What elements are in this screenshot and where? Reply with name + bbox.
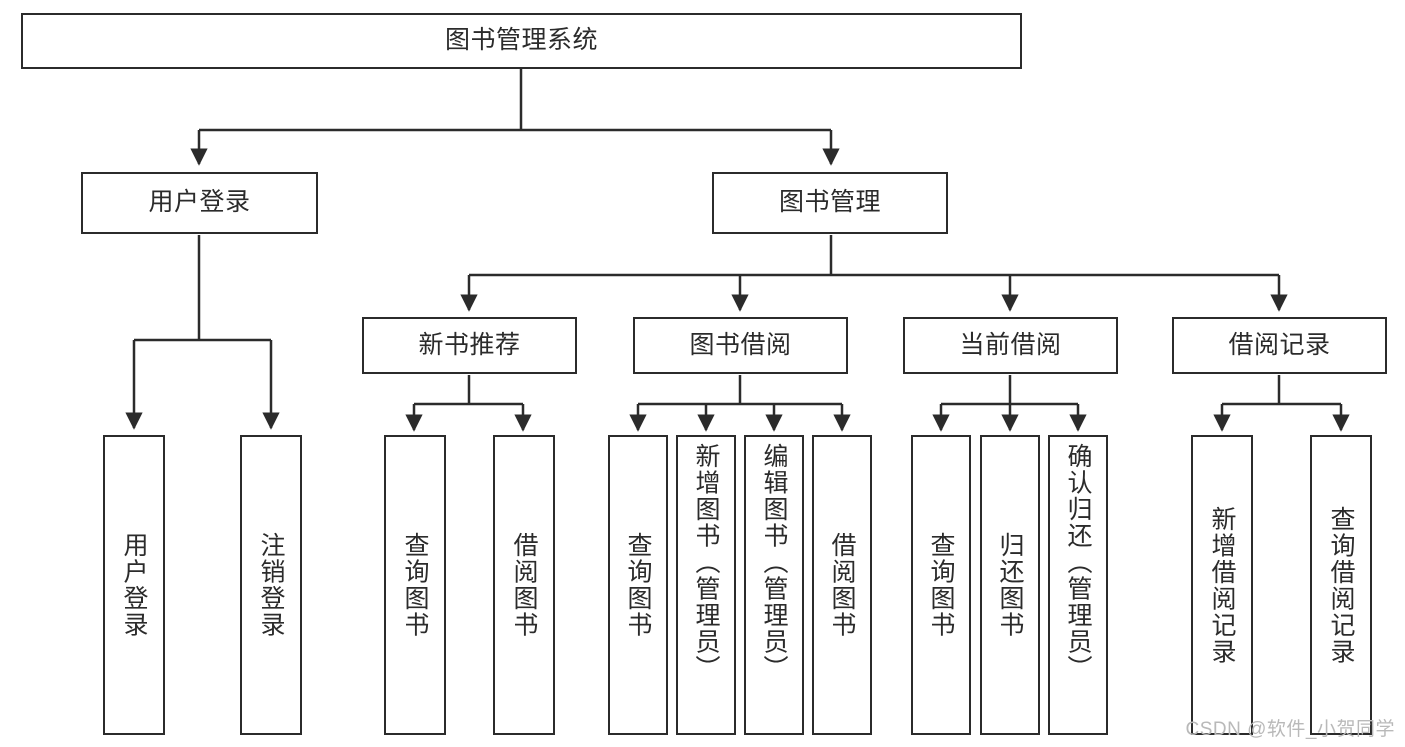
- node-nbr-borrow-book-label: 借阅图书: [510, 532, 538, 638]
- node-bb-query-book-label: 查询图书: [624, 532, 652, 638]
- node-br-add-record-label: 新增借阅记录: [1208, 505, 1236, 665]
- node-br-query-record-label: 查询借阅记录: [1327, 505, 1355, 665]
- node-bb-query-book[interactable]: 查询图书: [608, 435, 668, 735]
- node-root[interactable]: 图书管理系统: [21, 13, 1022, 69]
- node-bb-edit-book-label: 编辑图书（管理员）: [760, 443, 788, 682]
- node-book-borrow[interactable]: 图书借阅: [633, 317, 848, 374]
- node-current-borrow[interactable]: 当前借阅: [903, 317, 1118, 374]
- node-user-logout-label: 注销登录: [257, 532, 285, 638]
- node-bb-edit-book[interactable]: 编辑图书（管理员）: [744, 435, 804, 735]
- node-current-borrow-label: 当前借阅: [959, 330, 1062, 359]
- node-user-logout[interactable]: 注销登录: [240, 435, 302, 735]
- node-bb-borrow-book[interactable]: 借阅图书: [812, 435, 872, 735]
- node-br-query-record[interactable]: 查询借阅记录: [1310, 435, 1372, 735]
- csdn-watermark: CSDN @软件_小贺同学: [1185, 719, 1395, 740]
- node-cb-query-book-label: 查询图书: [927, 532, 955, 638]
- node-bb-borrow-book-label: 借阅图书: [828, 532, 856, 638]
- node-borrow-record-label: 借阅记录: [1228, 330, 1331, 359]
- node-cb-confirm-return-label: 确认归还（管理员）: [1064, 443, 1092, 682]
- node-user-login-label: 用户登录: [148, 188, 251, 217]
- node-cb-return-book[interactable]: 归还图书: [980, 435, 1040, 735]
- node-user-login-do[interactable]: 用户登录: [103, 435, 165, 735]
- node-nbr-query-book[interactable]: 查询图书: [384, 435, 446, 735]
- node-new-book-recommend-label: 新书推荐: [418, 330, 521, 359]
- node-bb-add-book[interactable]: 新增图书（管理员）: [676, 435, 736, 735]
- node-nbr-query-book-label: 查询图书: [401, 532, 429, 638]
- node-user-login-do-label: 用户登录: [120, 532, 148, 638]
- node-book-borrow-label: 图书借阅: [689, 330, 792, 359]
- node-cb-return-book-label: 归还图书: [996, 532, 1024, 638]
- node-cb-confirm-return[interactable]: 确认归还（管理员）: [1048, 435, 1108, 735]
- node-book-manage[interactable]: 图书管理: [712, 172, 948, 234]
- node-borrow-record[interactable]: 借阅记录: [1172, 317, 1387, 374]
- node-user-login[interactable]: 用户登录: [81, 172, 318, 234]
- node-root-label: 图书管理系统: [444, 26, 598, 55]
- node-book-manage-label: 图书管理: [778, 188, 881, 217]
- node-nbr-borrow-book[interactable]: 借阅图书: [493, 435, 555, 735]
- node-cb-query-book[interactable]: 查询图书: [911, 435, 971, 735]
- node-br-add-record[interactable]: 新增借阅记录: [1191, 435, 1253, 735]
- node-bb-add-book-label: 新增图书（管理员）: [692, 443, 720, 682]
- node-new-book-recommend[interactable]: 新书推荐: [362, 317, 577, 374]
